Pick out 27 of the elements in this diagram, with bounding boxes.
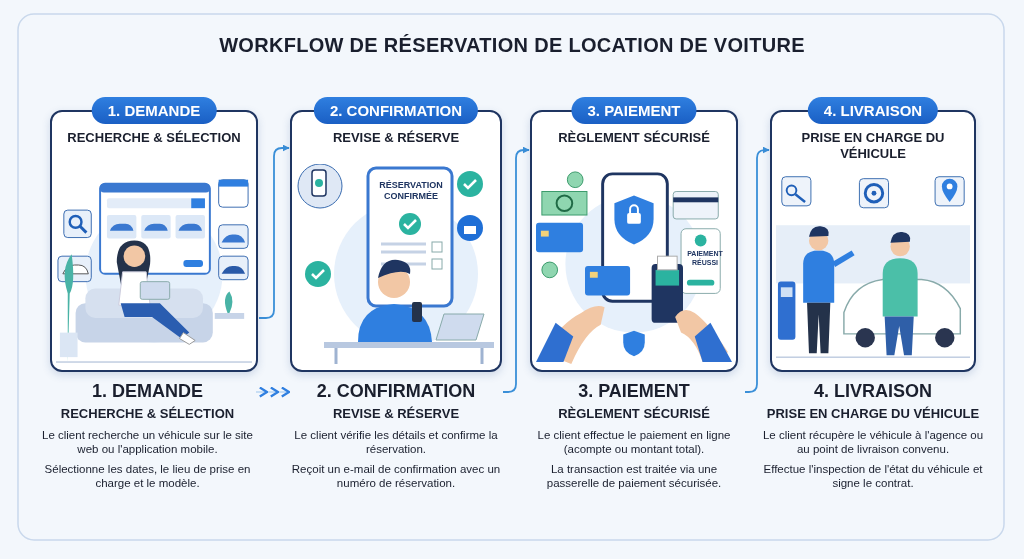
step-subtitle: PRISE EN CHARGE DU VÉHICULE bbox=[765, 405, 981, 422]
step-title: 1. DEMANDE bbox=[91, 380, 204, 402]
step-description: Reçoit un e-mail de confirmation avec un numéro de réservation. bbox=[290, 462, 502, 490]
screen-text: RÉSERVATION CONFIRMÉE bbox=[378, 180, 444, 202]
step-description: Le client récupère le véhicule à l'agence ou au point de livraison convenu. bbox=[762, 428, 984, 456]
step-subtitle: REVISE & RÉSERVE bbox=[331, 405, 461, 422]
step-title: 4. LIVRAISON bbox=[813, 380, 933, 402]
step-description: Le client vérifie les détails et confirme la réservation. bbox=[293, 428, 499, 456]
step-description: Le client recherche un véhicule sur le site web ou l'application mobile. bbox=[41, 428, 254, 456]
step-badge: 3. PAIEMENT bbox=[571, 97, 697, 124]
step-subtitle: RÈGLEMENT SÉCURISÉ bbox=[557, 405, 711, 422]
step-subtitle: PRISE EN CHARGE DU VÉHICULE bbox=[800, 130, 946, 162]
step-subtitle: RECHERCHE & SÉLECTION bbox=[66, 130, 242, 146]
step-description: La transaction est traitée via une passerelle de paiement sécurisée. bbox=[545, 462, 723, 490]
step-subtitle: RECHERCHE & SÉLECTION bbox=[59, 405, 236, 422]
step-subtitle: REVISE & RÉSERVE bbox=[331, 130, 461, 146]
step-badge: 4. LIVRAISON bbox=[807, 97, 939, 124]
step-description: Sélectionne les dates, le lieu de prise en charge et le modèle. bbox=[43, 462, 252, 490]
step-description: Le client effectue le paiement en ligne (acompte ou montant total). bbox=[536, 428, 732, 456]
step-title: 2. CONFIRMATION bbox=[315, 380, 477, 402]
chevron-arrow bbox=[255, 387, 290, 398]
step-subtitle: RÈGLEMENT SÉCURISÉ bbox=[557, 130, 711, 146]
step-title: 3. PAIEMENT bbox=[577, 380, 691, 402]
step-description: Effectue l'inspection de l'état du véhicule et signe le contrat. bbox=[762, 462, 984, 490]
step-badge: 2. CONFIRMATION bbox=[313, 97, 479, 124]
step-badge: 1. DEMANDE bbox=[91, 97, 217, 124]
diagram-title: WORKFLOW DE RÉSERVATION DE LOCATION DE VOITURE bbox=[218, 34, 806, 57]
